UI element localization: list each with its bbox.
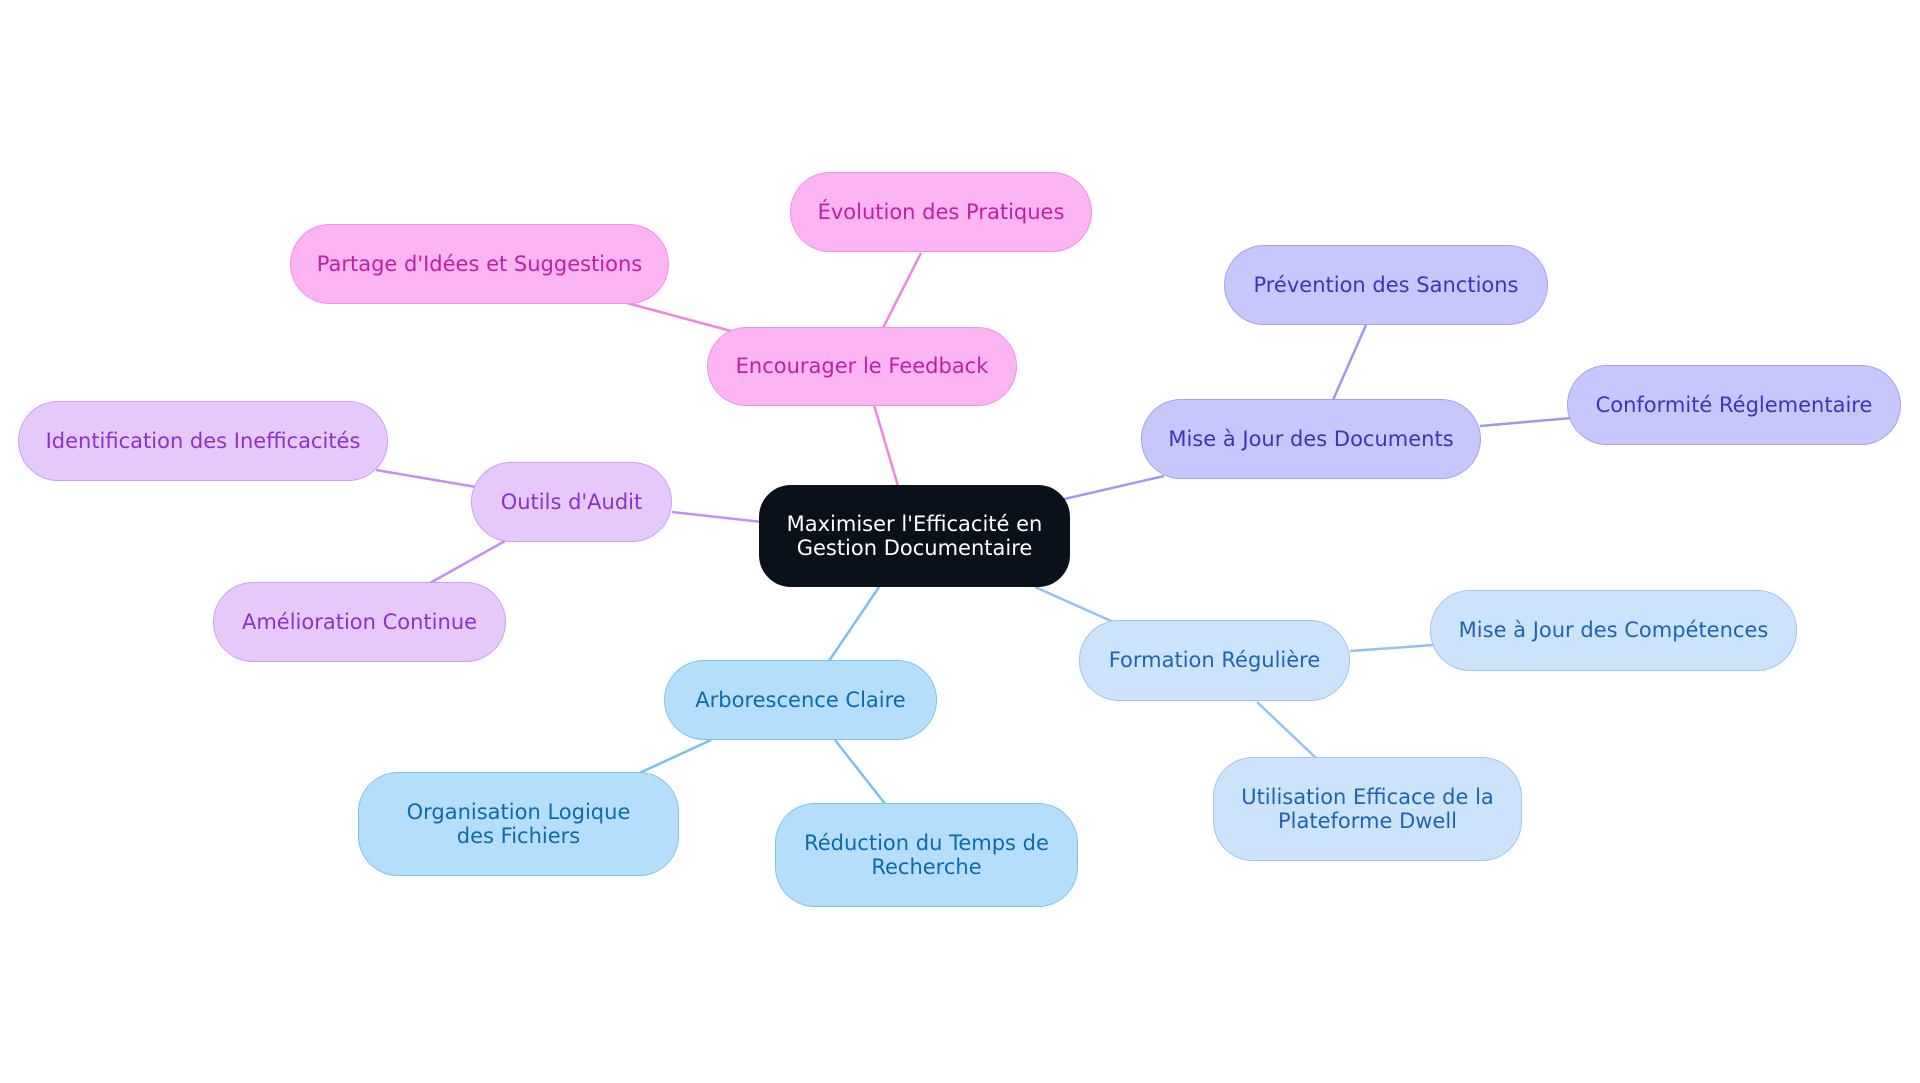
- node-mise-a-jour-competences[interactable]: Mise à Jour des Compétences: [1430, 590, 1797, 671]
- node-partage-idees-suggestions[interactable]: Partage d'Idées et Suggestions: [290, 224, 669, 304]
- connector-root-formation: [1034, 585, 1121, 627]
- connector-audit-amelioration: [429, 539, 506, 585]
- root-label-line2: Gestion Documentaire: [796, 536, 1033, 560]
- connector-formation-plateforme: [1256, 701, 1317, 759]
- node-organisation-logique-fichiers[interactable]: Organisation Logique des Fichiers: [358, 772, 679, 876]
- node-arborescence-claire[interactable]: Arborescence Claire: [664, 660, 937, 740]
- connector-root-audit: [671, 510, 763, 524]
- connector-documents-conformite: [1479, 416, 1573, 428]
- node-conformite-reglementaire[interactable]: Conformité Réglementaire: [1567, 365, 1901, 445]
- connector-formation-competences: [1349, 643, 1435, 653]
- connector-audit-identification: [375, 468, 477, 489]
- node-utilisation-plateforme-dwell[interactable]: Utilisation Efficace de la Plateforme Dw…: [1213, 757, 1522, 861]
- connector-documents-prevention: [1331, 324, 1368, 401]
- node-evolution-des-pratiques[interactable]: Évolution des Pratiques: [790, 172, 1092, 252]
- node-mise-a-jour-documents[interactable]: Mise à Jour des Documents: [1141, 399, 1481, 479]
- node-identification-inefficacites[interactable]: Identification des Inefficacités: [18, 401, 388, 481]
- connector-root-feedback: [872, 404, 900, 487]
- root-label-line1: Maximiser l'Efficacité en: [786, 511, 1043, 536]
- node-outils-audit[interactable]: Outils d'Audit: [471, 462, 672, 542]
- node-encourager-le-feedback[interactable]: Encourager le Feedback: [707, 327, 1017, 406]
- connector-root-documents: [1059, 474, 1165, 502]
- node-formation-reguliere[interactable]: Formation Régulière: [1079, 620, 1350, 701]
- node-amelioration-continue[interactable]: Amélioration Continue: [213, 582, 506, 662]
- connector-arborescence-reduction: [834, 739, 887, 806]
- node-reduction-temps-recherche[interactable]: Réduction du Temps de Recherche: [775, 803, 1078, 907]
- connector-feedback-partage: [626, 301, 732, 333]
- connector-feedback-evolution: [881, 252, 923, 329]
- connector-root-arborescence: [827, 586, 881, 662]
- node-prevention-sanctions[interactable]: Prévention des Sanctions: [1224, 245, 1548, 325]
- connector-arborescence-organisation: [632, 738, 712, 778]
- root-node[interactable]: Maximiser l'Efficacité en Gestion Docume…: [759, 485, 1070, 587]
